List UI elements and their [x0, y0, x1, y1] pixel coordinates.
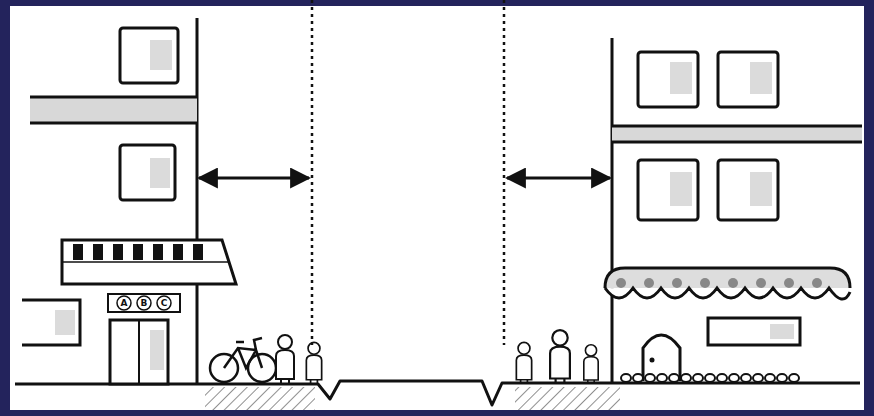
sign-letter: A — [117, 297, 131, 309]
ground — [10, 6, 864, 410]
sidewalk-hatch — [205, 387, 315, 410]
stone — [741, 374, 751, 382]
sidewalk-hatch — [515, 387, 620, 410]
stone — [693, 374, 703, 382]
width-arrow — [507, 177, 610, 180]
width-arrow — [199, 177, 309, 180]
setback-line — [503, 0, 506, 345]
setback-line — [311, 0, 314, 345]
stone — [765, 374, 775, 382]
stone — [777, 374, 787, 382]
stone — [681, 374, 691, 382]
stone — [633, 374, 643, 382]
right-building — [605, 38, 862, 383]
stone — [705, 374, 715, 382]
pedestrian — [516, 342, 531, 384]
stone — [669, 374, 679, 382]
planter-stones — [621, 374, 799, 382]
sign-letter: B — [137, 297, 151, 309]
stone — [789, 374, 799, 382]
pedestrian — [550, 330, 570, 384]
pedestrian — [306, 342, 321, 384]
pedestrian — [584, 345, 598, 384]
stone — [621, 374, 631, 382]
stone — [645, 374, 655, 382]
bicycle — [210, 338, 276, 382]
stone — [753, 374, 763, 382]
sign-letter: C — [157, 297, 171, 309]
pedestrian — [276, 335, 294, 384]
stone — [729, 374, 739, 382]
stone — [657, 374, 667, 382]
left-building — [22, 18, 236, 384]
stone — [717, 374, 727, 382]
